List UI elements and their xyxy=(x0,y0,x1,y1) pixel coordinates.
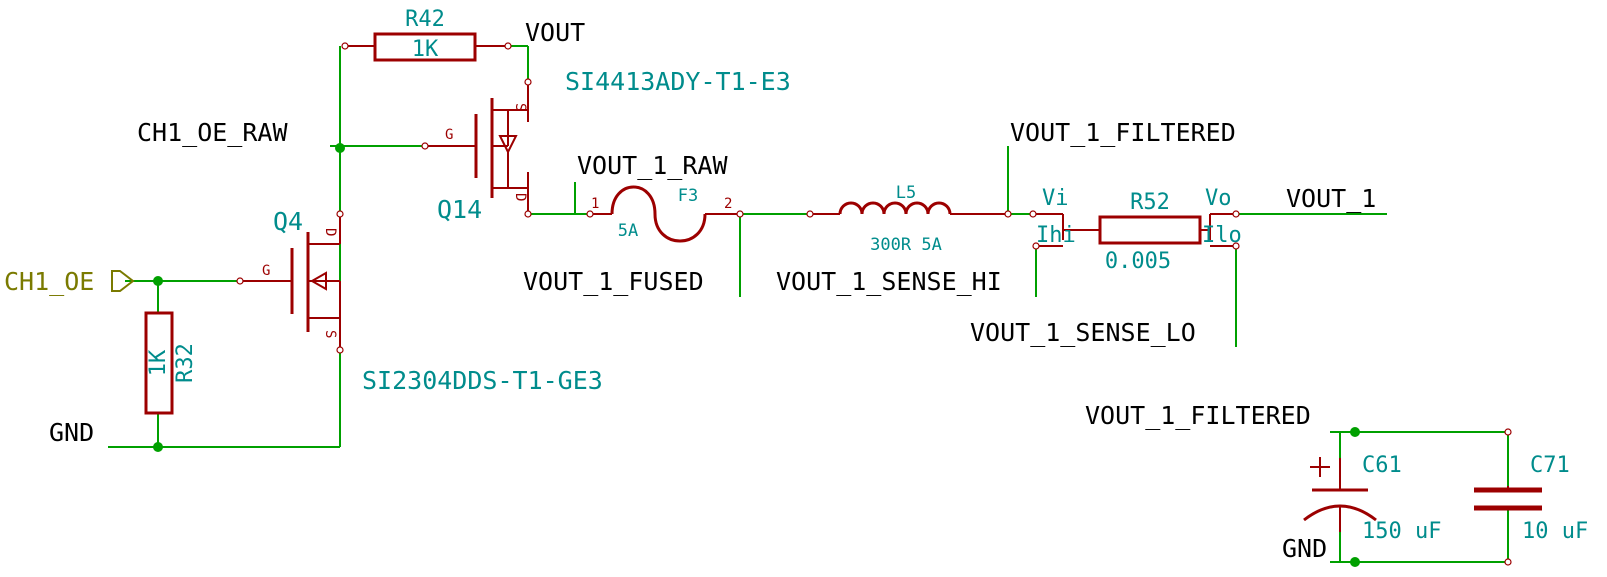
q14-pin-d: D xyxy=(512,193,528,201)
body-arrow xyxy=(309,271,327,291)
pin-end xyxy=(341,42,349,50)
net-label-vout-1-fused: VOUT_1_FUSED xyxy=(523,267,704,296)
junction-dot xyxy=(335,143,345,153)
pin-end xyxy=(336,346,344,354)
pin-end xyxy=(736,210,744,218)
q4-part: SI2304DDS-T1-GE3 xyxy=(362,366,603,395)
r32-ref: R32 xyxy=(173,343,198,383)
port-ch1-oe[interactable]: CH1_OE xyxy=(4,267,135,296)
r52-pin-ilo: Ilo xyxy=(1202,223,1242,248)
pin-end xyxy=(1232,210,1240,218)
r52-value: 0.005 xyxy=(1105,249,1171,274)
q14-ref: Q14 xyxy=(437,195,482,224)
l5-ref: L5 xyxy=(896,183,916,203)
q4-pin-s: S xyxy=(322,330,338,338)
r42-ref: R42 xyxy=(405,7,445,32)
capacitor-c61[interactable]: C61 150 uF xyxy=(1303,453,1441,544)
q14-part: SI4413ADY-T1-E3 xyxy=(565,67,791,96)
fuse-body xyxy=(610,185,707,243)
pin-end xyxy=(524,78,532,86)
f3-pin1: 1 xyxy=(591,196,599,212)
pin-end xyxy=(1004,210,1012,218)
q14-pin-s: S xyxy=(512,103,528,111)
junction-dot xyxy=(153,442,163,452)
mosfet-q4[interactable]: G D S Q4 SI2304DDS-T1-GE3 xyxy=(236,207,603,395)
net-label-ch1-oe-raw: CH1_OE_RAW xyxy=(137,118,288,147)
junction-dot xyxy=(153,276,163,286)
pin-end xyxy=(504,42,512,50)
net-label-vout-1-filtered: VOUT_1_FILTERED xyxy=(1010,118,1236,147)
r52-pin-ihi: Ihi xyxy=(1036,223,1076,248)
pin-end xyxy=(1232,242,1240,250)
net-label-gnd: GND xyxy=(49,418,94,447)
port-arrow xyxy=(111,270,135,292)
junction-dot xyxy=(1350,427,1360,437)
r52-pin-vi: Vi xyxy=(1042,186,1069,211)
resistor-r42[interactable]: R42 1K xyxy=(341,7,512,62)
f3-value: 5A xyxy=(618,221,638,241)
net-labels: VOUT CH1_OE_RAW VOUT_1_RAW VOUT_1_FUSED … xyxy=(49,18,1376,563)
pin-end xyxy=(236,277,244,285)
c71-value: 10 uF xyxy=(1522,519,1588,544)
inductor-l5[interactable]: L5 300R 5A xyxy=(806,183,1012,255)
net-label-vout-1-sense-lo: VOUT_1_SENSE_LO xyxy=(970,318,1196,347)
q4-pin-g: G xyxy=(262,263,270,279)
inductor-coil xyxy=(838,201,952,215)
resistor-body xyxy=(144,311,174,415)
net-label-vout-1-filtered-caps: VOUT_1_FILTERED xyxy=(1085,401,1311,430)
q4-ref: Q4 xyxy=(273,207,303,236)
pin-end xyxy=(806,210,814,218)
junction-dot xyxy=(1350,557,1360,567)
l5-value: 300R 5A xyxy=(870,235,942,255)
net-label-gnd-caps: GND xyxy=(1282,534,1327,563)
port-ch1-oe-label: CH1_OE xyxy=(4,267,94,296)
net-label-vout: VOUT xyxy=(525,18,585,47)
f3-pin2: 2 xyxy=(724,196,732,212)
pin-end xyxy=(1029,210,1037,218)
r52-pin-vo: Vo xyxy=(1205,186,1232,211)
resistor-r32[interactable]: 1K R32 xyxy=(144,311,198,415)
pin-end xyxy=(524,210,532,218)
r32-value: 1K xyxy=(146,349,171,376)
net-label-vout-1-sense-hi: VOUT_1_SENSE_HI xyxy=(776,267,1002,296)
c61-ref: C61 xyxy=(1362,453,1402,478)
pin-end xyxy=(586,210,594,218)
q14-pin-g: G xyxy=(445,127,453,143)
sense-resistor-r52[interactable]: Vi Vo Ihi Ilo R52 0.005 xyxy=(1029,186,1242,274)
capacitor-c71[interactable]: C71 10 uF xyxy=(1474,428,1588,566)
c61-value: 150 uF xyxy=(1362,519,1441,544)
resistor-body xyxy=(1098,215,1202,245)
c71-ref: C71 xyxy=(1530,453,1570,478)
pin-end xyxy=(1504,428,1512,436)
r52-ref: R52 xyxy=(1130,190,1170,215)
pin-end xyxy=(1504,558,1512,566)
net-label-vout-1: VOUT_1 xyxy=(1286,184,1376,213)
f3-ref: F3 xyxy=(678,186,698,206)
junctions xyxy=(153,143,1360,567)
fuse-f3[interactable]: 1 2 F3 5A xyxy=(586,185,744,243)
mosfet-q14[interactable]: G S D Q14 SI4413ADY-T1-E3 xyxy=(421,67,791,224)
pin-end xyxy=(336,210,344,218)
r42-value: 1K xyxy=(412,37,439,62)
net-label-vout-1-raw: VOUT_1_RAW xyxy=(577,151,728,180)
q4-pin-d: D xyxy=(322,228,338,236)
pin-end xyxy=(421,142,429,150)
pin-end xyxy=(1032,242,1040,250)
wires xyxy=(108,45,1509,563)
